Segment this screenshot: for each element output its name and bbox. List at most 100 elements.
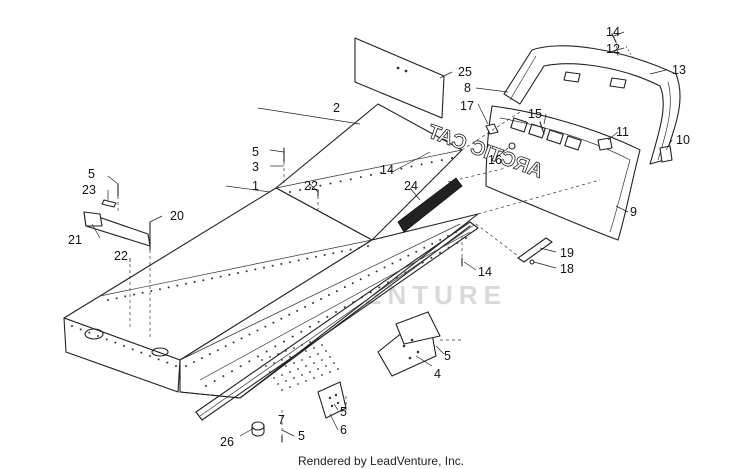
rivet-dot <box>300 330 303 333</box>
callout-14: 14 <box>478 265 492 279</box>
rivet-dot <box>370 174 372 176</box>
rivet-dot <box>248 333 251 336</box>
rivet-dot <box>420 163 423 166</box>
rivet-dot <box>306 257 309 260</box>
rivet-dot <box>421 261 424 264</box>
rivet-dot <box>97 335 99 337</box>
rivet-dot <box>305 350 307 352</box>
callout-14: 14 <box>606 25 620 39</box>
rivet-dot <box>321 359 323 361</box>
rivet-dot <box>305 380 307 382</box>
rivet-dot <box>343 286 346 289</box>
rivet-dot <box>359 176 362 179</box>
rivet-dot <box>367 245 369 247</box>
rivet-dot <box>293 377 295 379</box>
callout-5: 5 <box>444 349 451 363</box>
rivet-dot <box>273 362 275 364</box>
rivet-dot <box>337 368 339 370</box>
rivet-dot <box>439 238 442 241</box>
part-23-clip <box>101 199 117 208</box>
rivet-dot <box>175 365 177 367</box>
callout-8: 8 <box>464 81 471 95</box>
callout-22: 22 <box>304 179 318 193</box>
rivet-dot <box>150 290 153 292</box>
rivet-dot <box>288 313 291 316</box>
rivet-dot <box>465 237 467 239</box>
callout-5: 5 <box>340 405 347 419</box>
rivet-dot <box>219 275 222 278</box>
rivet-dot <box>231 370 233 373</box>
part-11-clip <box>597 137 613 151</box>
rivet-dot <box>228 273 231 276</box>
part-4-bracket <box>377 311 441 377</box>
rivet-dot <box>380 171 383 174</box>
rivet-dot <box>329 371 331 373</box>
rivet-dot <box>351 282 354 285</box>
rivet-dot <box>240 337 243 340</box>
rivet-dot <box>326 315 329 318</box>
rivet-dot <box>269 356 271 358</box>
rivet-dot <box>280 263 283 265</box>
rivet-dot <box>335 311 337 313</box>
part-9-rear-panel: ARCTIC CAT <box>424 105 641 241</box>
rivet-dot <box>431 242 434 245</box>
rivet-dot <box>261 359 263 361</box>
rivet-dot <box>149 355 151 357</box>
rivet-dot <box>131 348 134 351</box>
rivet-dot <box>309 371 311 373</box>
rivet-dot <box>289 386 291 388</box>
rivet-dot <box>289 191 291 193</box>
rivet-dot <box>289 261 291 264</box>
part-1-tunnel <box>63 103 479 399</box>
callouts: 2 5 3 1 22 14 24 25 5 23 20 21 22 8 17 1… <box>68 25 690 449</box>
rivet-dot <box>256 329 259 332</box>
callout-26: 26 <box>220 435 234 449</box>
rivet-dot <box>329 356 331 358</box>
rivet-dot <box>312 301 315 304</box>
rivet-dot <box>341 250 343 253</box>
rivet-dot <box>407 254 410 257</box>
rivet-dot <box>400 167 403 170</box>
rivet-dot <box>79 328 82 331</box>
callout-5: 5 <box>298 429 305 443</box>
callout-6: 6 <box>340 423 347 437</box>
rivet-dot <box>293 347 295 349</box>
rivet-dot <box>248 360 251 363</box>
rivet-dot <box>185 282 187 285</box>
part-17-nut <box>485 123 499 135</box>
rivet-dot <box>115 297 118 300</box>
callout-24: 24 <box>404 179 418 193</box>
fasteners-middle <box>281 147 463 443</box>
rivet-dot <box>305 365 307 367</box>
rivet-dot <box>313 362 315 364</box>
rivet-dot <box>451 157 453 159</box>
part-25-decal <box>354 37 445 119</box>
rivet-dot <box>367 274 370 277</box>
part-7-rail <box>195 221 479 421</box>
rivet-dot <box>271 264 274 267</box>
rivet-dot <box>410 165 413 168</box>
rivet-dot <box>297 259 300 262</box>
rivet-dot <box>105 338 108 341</box>
rivet-dot <box>304 305 307 308</box>
rivet-dot <box>358 246 361 249</box>
rivet-dot <box>254 268 257 271</box>
part-16-rivet <box>508 142 516 150</box>
rivet-dot <box>289 371 291 373</box>
callout-4: 4 <box>434 367 441 381</box>
rivet-dot <box>237 272 239 274</box>
rivet-dot <box>387 281 389 284</box>
part-15-screw <box>539 121 545 135</box>
callout-9: 9 <box>630 205 637 219</box>
rivet-dot <box>349 178 352 181</box>
rivet-dot <box>415 250 418 253</box>
callout-10: 10 <box>676 133 690 147</box>
rivet-dot <box>320 298 322 300</box>
part-26-plug <box>251 421 265 437</box>
callout-23: 23 <box>82 183 96 197</box>
rivet-dot <box>293 362 295 364</box>
rivet-dot <box>327 294 330 297</box>
part-24-decal-strip <box>397 177 463 233</box>
rivet-dot <box>245 270 248 273</box>
rivet-dot <box>280 317 283 320</box>
